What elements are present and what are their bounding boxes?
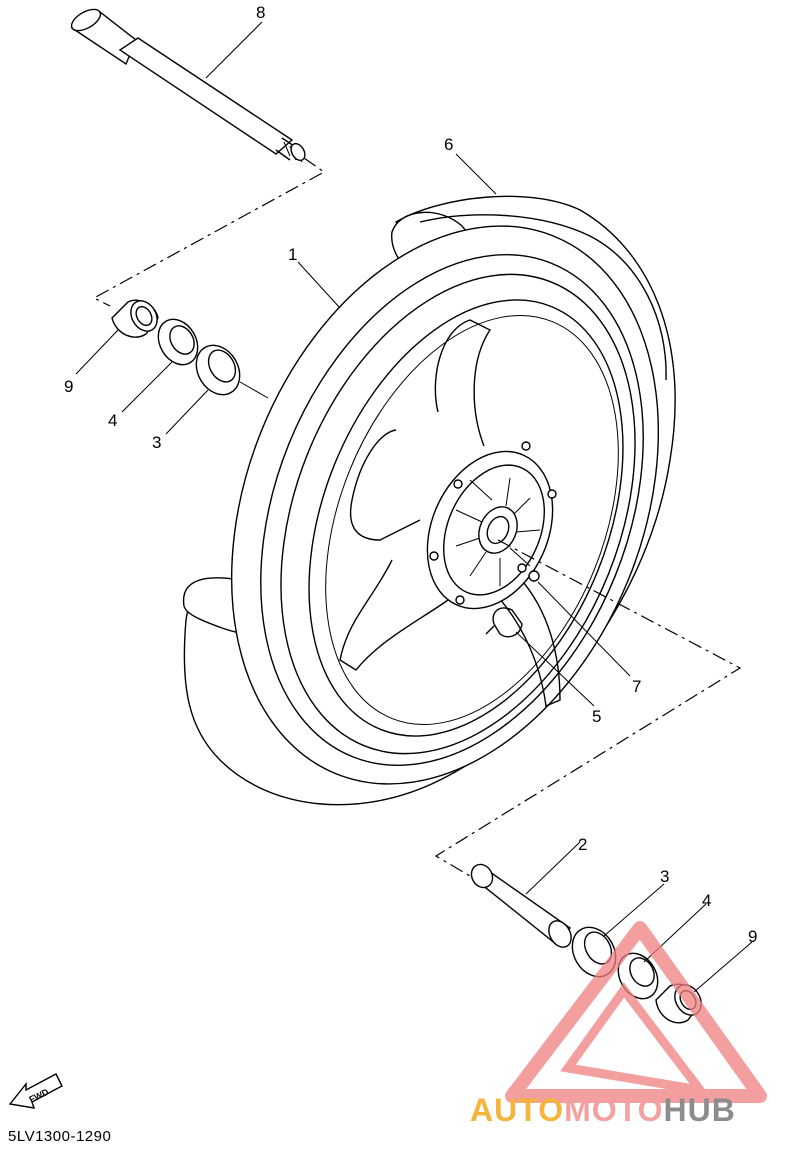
diagram-code: 5LV1300-1290 — [8, 1128, 112, 1145]
watermark-triangle-logo — [505, 921, 767, 1103]
wordmark-auto: AUTO — [470, 1092, 565, 1128]
fwd-arrow: FWD — [8, 1073, 63, 1109]
axis-line-lower — [434, 539, 742, 877]
callout-3-left: 3 — [152, 433, 161, 452]
callout-3-right: 3 — [660, 867, 669, 886]
callout-6: 6 — [444, 135, 453, 154]
axis-line-upper — [92, 157, 326, 307]
callout-8: 8 — [256, 3, 265, 22]
callout-5: 5 — [592, 707, 601, 726]
wordmark-hub: HUB — [663, 1092, 736, 1128]
part-3-left-bearing — [195, 344, 241, 396]
callout-4-left: 4 — [108, 411, 117, 430]
callout-1: 1 — [288, 245, 297, 264]
callout-9-left: 9 — [64, 377, 73, 396]
part-4-left-oil-seal — [157, 318, 199, 366]
watermark-wordmark: AUTOMOTOHUB — [470, 1092, 736, 1129]
wheel-hub — [426, 441, 557, 610]
part-9-left-collar — [111, 299, 159, 338]
part-8-axle — [70, 8, 306, 163]
callout-labels: 8 6 1 9 4 3 7 5 2 3 4 9 — [64, 3, 757, 946]
callout-7: 7 — [632, 677, 641, 696]
part-2-spacer — [470, 863, 572, 948]
wordmark-moto: MOTO — [564, 1092, 664, 1128]
callout-9-right: 9 — [748, 927, 757, 946]
callout-2: 2 — [578, 835, 587, 854]
axis-line-left-link — [239, 381, 269, 399]
callout-4-right: 4 — [702, 891, 711, 910]
